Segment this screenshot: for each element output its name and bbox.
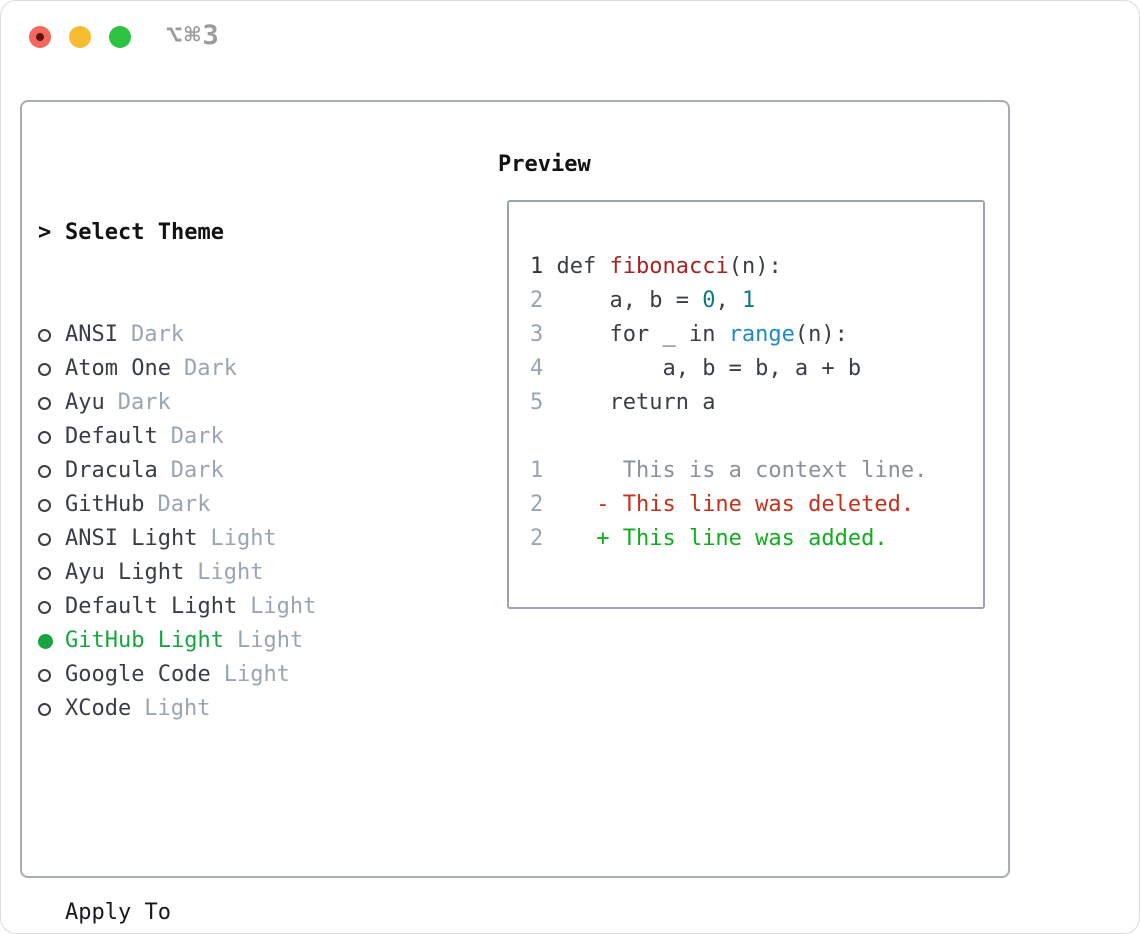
radio-icon xyxy=(38,431,51,444)
option-label: Ayu xyxy=(65,390,105,415)
radio-icon xyxy=(38,533,51,546)
theme-option[interactable]: Ayu Dark xyxy=(38,386,409,420)
option-label: ANSI xyxy=(65,322,118,347)
theme-option[interactable]: Ayu Light Light xyxy=(38,556,409,590)
option-label: GitHub xyxy=(65,492,145,517)
option-variant-label: Dark xyxy=(157,492,211,517)
theme-option[interactable]: Default Dark xyxy=(38,420,409,454)
option-label: Atom One xyxy=(65,356,171,381)
window-title: ⌥⌘3 xyxy=(166,20,221,51)
code-line: 1 This is a context line. xyxy=(530,458,928,483)
code-line: 3 for _ in range(n): xyxy=(530,322,848,347)
theme-option[interactable]: XCode Light xyxy=(38,692,409,726)
line-number: 2 xyxy=(530,526,544,551)
option-label: Default xyxy=(65,424,158,449)
theme-option[interactable]: ANSI Dark xyxy=(38,318,409,352)
option-label: Dracula xyxy=(65,458,158,483)
radio-icon xyxy=(38,363,51,376)
select-theme-header: > Select Theme xyxy=(38,216,409,250)
radio-icon xyxy=(38,703,51,716)
title-bar: ⌥⌘3 xyxy=(0,0,1140,74)
theme-option[interactable]: Atom One Dark xyxy=(38,352,409,386)
line-number: 2 xyxy=(530,492,544,517)
radio-icon xyxy=(38,465,51,478)
radio-icon xyxy=(38,669,51,682)
line-number: 1 xyxy=(530,458,544,483)
minimize-button[interactable] xyxy=(69,26,91,48)
option-variant-label: Light xyxy=(210,526,277,551)
option-variant-label: Light xyxy=(144,696,211,721)
radio-icon xyxy=(38,567,51,580)
code-line: 2 a, b = 0, 1 xyxy=(530,288,756,313)
option-variant-label: Light xyxy=(236,628,304,653)
line-number: 3 xyxy=(530,322,544,347)
select-theme-title: Select Theme xyxy=(65,220,224,245)
option-label: Google Code xyxy=(65,662,211,687)
option-label: ANSI Light xyxy=(65,526,198,551)
theme-option[interactable]: Default Light Light xyxy=(38,590,409,624)
line-number: 1 xyxy=(530,254,544,279)
code-blank-line xyxy=(530,420,983,454)
code-line: 2 + This line was added. xyxy=(530,526,888,551)
close-button[interactable] xyxy=(29,26,51,48)
apply-to-title: Apply To xyxy=(65,900,171,925)
radio-selected-icon xyxy=(38,634,53,649)
preview-title: Preview xyxy=(498,152,591,177)
option-variant-label: Dark xyxy=(117,390,171,415)
radio-icon xyxy=(38,499,51,512)
radio-icon xyxy=(38,601,51,614)
cursor-chevron-icon: > xyxy=(38,220,52,245)
theme-option[interactable]: ANSI Light Light xyxy=(38,522,409,556)
option-variant-label: Light xyxy=(250,594,317,619)
apply-to-header: Apply To xyxy=(38,896,409,930)
preview-box: 1 def fibonacci(n): 2 a, b = 0, 1 3 for _ … xyxy=(507,200,985,609)
code-line: 2 - This line was deleted. xyxy=(530,492,915,517)
code-line: 4 a, b = b, a + b xyxy=(530,356,862,381)
theme-option[interactable]: GitHub Dark xyxy=(38,488,409,522)
option-label: XCode xyxy=(65,696,132,721)
theme-option[interactable]: Google Code Light xyxy=(38,658,409,692)
theme-option[interactable]: Dracula Dark xyxy=(38,454,409,488)
radio-icon xyxy=(38,329,51,342)
code-line: 5 return a xyxy=(530,390,716,415)
option-label: Default Light xyxy=(65,594,238,619)
radio-icon xyxy=(38,397,51,410)
option-variant-label: Dark xyxy=(183,356,237,381)
option-variant-label: Light xyxy=(223,662,290,687)
option-variant-label: Dark xyxy=(170,458,224,483)
option-variant-label: Light xyxy=(197,560,264,585)
option-label: Ayu Light xyxy=(65,560,185,585)
line-number: 5 xyxy=(530,390,544,415)
option-label: GitHub Light xyxy=(65,628,224,653)
code-preview: 1 def fibonacci(n): 2 a, b = 0, 1 3 for _ … xyxy=(530,250,983,556)
theme-option[interactable]: GitHub Light Light xyxy=(38,624,409,658)
zoom-button[interactable] xyxy=(109,26,131,48)
line-number: 4 xyxy=(530,356,544,381)
line-number: 2 xyxy=(530,288,544,313)
option-variant-label: Dark xyxy=(130,322,184,347)
option-variant-label: Dark xyxy=(170,424,224,449)
code-line: 1 def fibonacci(n): xyxy=(530,254,782,279)
